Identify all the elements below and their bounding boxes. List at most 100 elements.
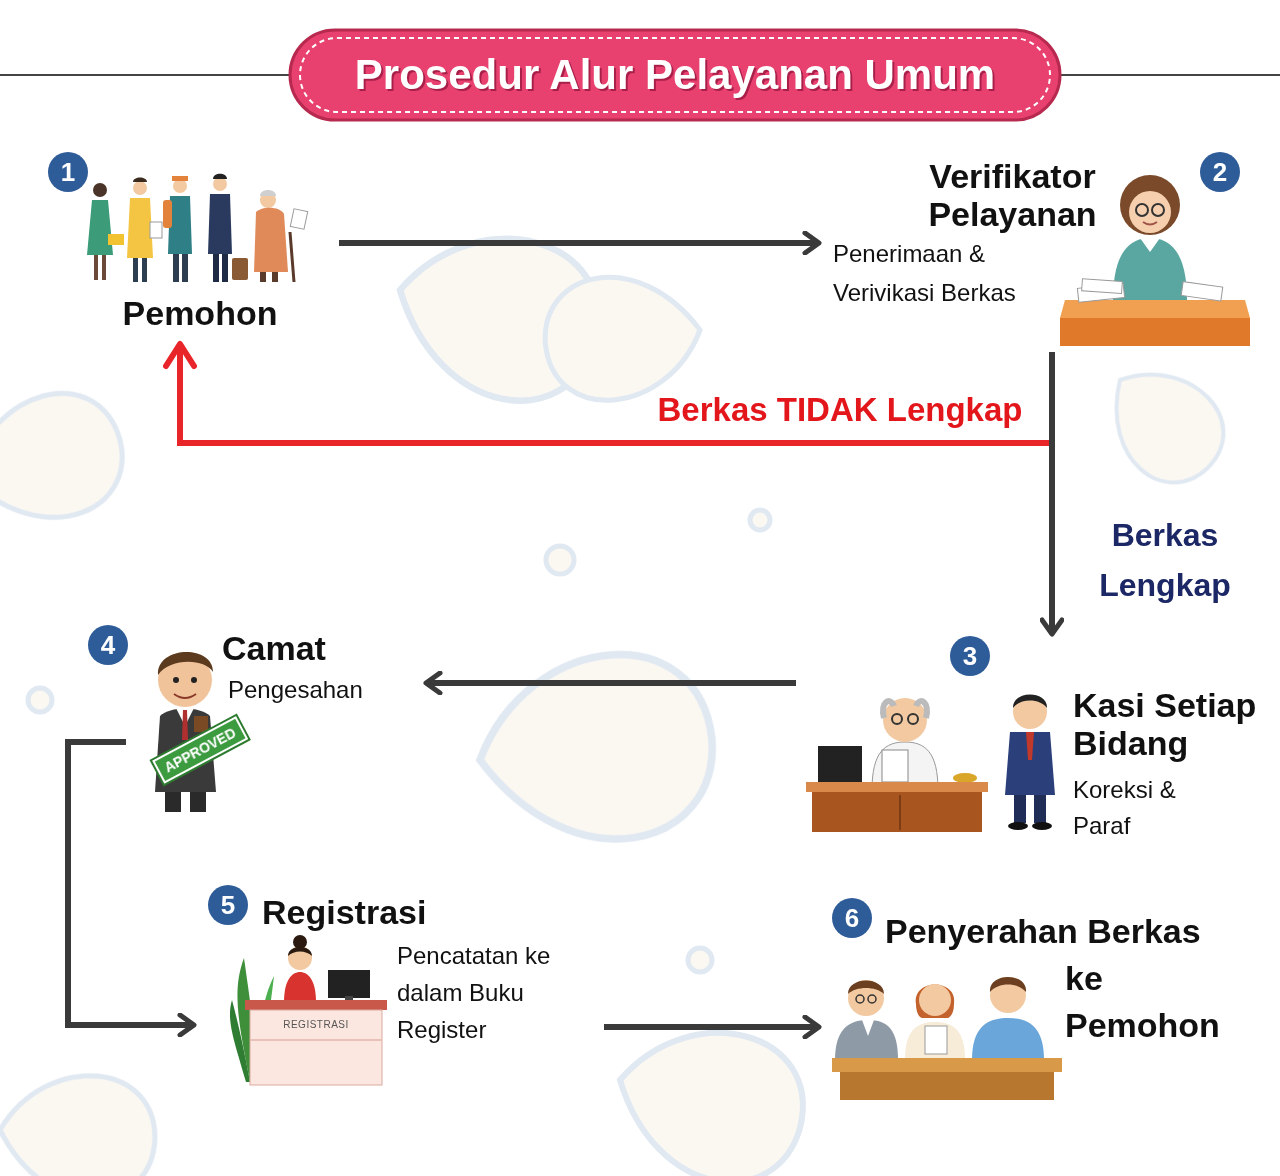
- edge-label: Berkas TIDAK Lengkap: [630, 388, 1050, 432]
- paisley-pattern: [688, 948, 712, 972]
- handover-figure: [905, 1022, 965, 1060]
- verifier-at-desk-figure: [1136, 204, 1148, 216]
- verifier-at-desk-figure: [1140, 238, 1160, 252]
- handover-figure: [862, 1020, 874, 1036]
- process-step: Pemohon: [80, 150, 335, 340]
- section-head-figure: [882, 750, 908, 782]
- applicant-queue-figure: [108, 234, 124, 245]
- section-head-figure: [892, 714, 902, 724]
- verifier-at-desk-figure: [1129, 191, 1171, 233]
- subdistrict-head-figure: [191, 677, 197, 683]
- title-text: Prosedur Alur Pelayanan Umum: [290, 48, 1060, 102]
- callout-number: 4: [88, 625, 128, 665]
- process-step: Penyerahan Berkas ke Pemohon: [825, 900, 1245, 1105]
- step-description: Pengesahan: [228, 674, 408, 706]
- subdistrict-head-figure: [165, 792, 181, 812]
- step-description: Koreksi & Paraf: [1073, 772, 1213, 844]
- applicant-queue-figure: [87, 174, 308, 282]
- applicant-queue-figure: [213, 174, 227, 179]
- applicant-queue-figure: [254, 208, 288, 272]
- paisley-pattern: [0, 1065, 165, 1176]
- handover-figure: [990, 977, 1026, 992]
- registration-desk-figure: [230, 1000, 250, 1082]
- section-head-figure: [1026, 732, 1034, 760]
- paisley-pattern: [620, 1033, 803, 1176]
- paisley-pattern: [1086, 353, 1241, 500]
- section-head-figure: [1014, 795, 1026, 823]
- process-step: CamatPengesahan: [130, 625, 420, 820]
- applicant-queue-figure: [290, 209, 307, 230]
- applicant-queue-figure: [272, 272, 278, 282]
- edge-label: Berkas Lengkap: [1085, 510, 1245, 610]
- handover-figure: [848, 981, 884, 995]
- applicant-queue-figure: [173, 179, 187, 193]
- subdistrict-head-figure: [158, 653, 212, 707]
- handover-figure: [990, 977, 1026, 1013]
- registration-desk-figure: [230, 935, 387, 1085]
- handover-figure: [925, 1026, 947, 1054]
- applicant-queue-figure: [208, 194, 232, 254]
- handover-figure: [972, 1018, 1044, 1060]
- applicant-queue-figure: [133, 178, 147, 183]
- handover-figure: [848, 980, 884, 1016]
- flow-arrow: [604, 1024, 819, 1030]
- process-step: Kasi Setiap BidangKoreksi & Paraf: [800, 640, 1272, 850]
- subdistrict-head-figure: [190, 792, 206, 812]
- step-heading: Penyerahan Berkas ke Pemohon: [885, 908, 1235, 1049]
- step-description: Pencatatan ke dalam Buku Register: [397, 937, 587, 1048]
- applicant-queue-figure: [142, 258, 147, 282]
- paisley-pattern: [750, 510, 770, 530]
- applicant-queue-figure: [260, 190, 276, 196]
- applicant-queue-figure: [94, 255, 98, 280]
- verifier-at-desk-figure: [1060, 300, 1250, 318]
- applicant-queue-figure: [163, 200, 172, 228]
- callout-number: 1: [48, 152, 88, 192]
- section-head-figure: [883, 698, 927, 742]
- registration-desk-figure: [293, 935, 307, 949]
- applicant-queue-figure: [213, 254, 219, 282]
- paisley-pattern: [0, 239, 1241, 1176]
- handover-figure: [832, 977, 1062, 1100]
- title-banner: [290, 30, 1060, 120]
- callout-number: 2: [1200, 152, 1240, 192]
- flow-arrow: [339, 240, 819, 246]
- flow-arrow: [426, 680, 796, 686]
- applicant-queue-figure: [260, 272, 266, 282]
- applicant-queue-figure: [133, 258, 138, 282]
- callout-number: 3: [950, 636, 990, 676]
- section-head-figure: [899, 795, 901, 830]
- section-head-figure: [806, 782, 988, 792]
- section-head-figure: [1005, 732, 1055, 795]
- registration-desk-figure: [328, 970, 370, 998]
- subdistrict-head-figure: [182, 710, 188, 740]
- paisley-pattern: [28, 688, 52, 712]
- subdistrict-head-figure: [173, 677, 179, 683]
- process-step: Verifikator PelayananPenerimaan & Verivi…: [825, 150, 1255, 350]
- subdistrict-head-figure: [194, 716, 208, 732]
- title-banner: [0, 30, 1280, 120]
- verifier-at-desk-figure: [1060, 318, 1250, 346]
- step-description: Penerimaan & Verivikasi Berkas: [833, 234, 1051, 312]
- applicant-queue-figure: [102, 255, 106, 280]
- registration-desk-figure: [245, 1000, 387, 1010]
- applicant-queue-figure: [232, 258, 248, 280]
- flow-arrow: [1049, 352, 1055, 634]
- section-head-figure: [818, 746, 862, 782]
- applicant-queue-figure: [133, 181, 147, 195]
- section-head-figure: [908, 714, 918, 724]
- applicant-queue-figure: [182, 254, 188, 282]
- applicant-queue-figure: [87, 200, 113, 255]
- verifier-at-desk-figure: [1181, 282, 1223, 301]
- registration-desk-figure: [250, 1010, 382, 1085]
- registration-desk-figure: [284, 972, 316, 1002]
- applicant-queue-figure: [93, 183, 107, 197]
- handover-figure: [835, 1020, 898, 1060]
- paisley-pattern: [546, 546, 574, 574]
- verifier-at-desk-figure: [1082, 279, 1123, 294]
- applicant-queue-figure: [172, 176, 188, 181]
- verifier-at-desk-figure: [1120, 175, 1180, 235]
- paisley-pattern: [460, 627, 739, 880]
- subdistrict-head-figure: [158, 652, 213, 675]
- paisley-pattern: [0, 370, 145, 554]
- section-head-figure: [806, 695, 1055, 833]
